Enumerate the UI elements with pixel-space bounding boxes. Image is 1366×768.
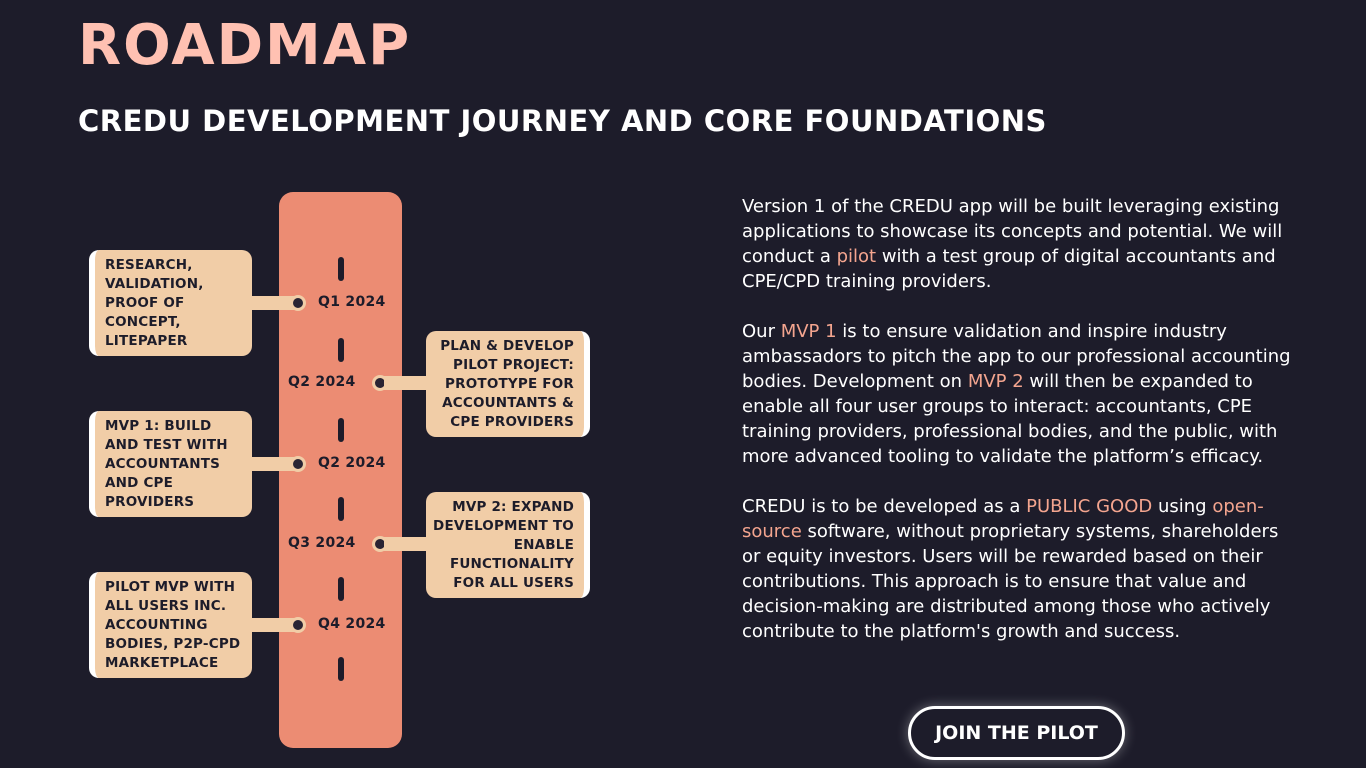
milestone-text: PILOT MVP WITH ALL USERS INC. ACCOUNTING…: [105, 579, 241, 671]
highlight-public-good: PUBLIC GOOD: [1026, 496, 1153, 517]
milestone-card: MVP 1: BUILD AND TEST WITH ACCOUNTANTS A…: [89, 411, 252, 517]
roadmap-description: Version 1 of the CREDU app will be built…: [742, 194, 1302, 669]
milestone-quarter: Q2 2024: [288, 374, 356, 390]
timeline-dash: [338, 257, 344, 281]
text-run: using: [1152, 496, 1213, 517]
milestone-connector: [250, 296, 294, 310]
milestone-connector: [384, 537, 430, 551]
join-pilot-label: JOIN THE PILOT: [935, 722, 1098, 744]
milestone-connector: [250, 618, 294, 632]
paragraph-public-good: CREDU is to be developed as a PUBLIC GOO…: [742, 494, 1302, 644]
highlight-mvp1: MVP 1: [780, 321, 837, 342]
timeline-dash: [338, 657, 344, 681]
text-run: Version 1 of the CREDU app will be built…: [742, 196, 1283, 267]
highlight-pilot: pilot: [836, 246, 877, 267]
milestone-text: MVP 1: BUILD AND TEST WITH ACCOUNTANTS A…: [105, 418, 228, 510]
milestone-card: PLAN & DEVELOP PILOT PROJECT: PROTOTYPE …: [426, 331, 590, 437]
text-run: software, without proprietary systems, s…: [742, 521, 1279, 642]
milestone-text: RESEARCH, VALIDATION, PROOF OF CONCEPT, …: [105, 257, 204, 349]
text-run: will then be expanded to enable all four…: [742, 371, 1278, 467]
page-subtitle: CREDU DEVELOPMENT JOURNEY AND CORE FOUND…: [78, 104, 1047, 138]
text-run: Our: [742, 321, 781, 342]
timeline-dash: [338, 418, 344, 442]
milestone-dot: [290, 295, 306, 311]
timeline-dash: [338, 577, 344, 601]
page-title: ROADMAP: [78, 13, 412, 78]
milestone-dot: [290, 456, 306, 472]
highlight-mvp2: MVP 2: [967, 371, 1024, 392]
milestone-quarter: Q4 2024: [318, 616, 386, 632]
milestone-connector: [250, 457, 294, 471]
text-run: with a test group of digital accountants…: [742, 246, 1276, 292]
milestone-text: PLAN & DEVELOP PILOT PROJECT: PROTOTYPE …: [440, 338, 574, 430]
milestone-quarter: Q3 2024: [288, 535, 356, 551]
text-run: is to ensure validation and inspire indu…: [742, 321, 1291, 392]
paragraph-mvp: Our MVP 1 is to ensure validation and in…: [742, 319, 1302, 469]
milestone-card: RESEARCH, VALIDATION, PROOF OF CONCEPT, …: [89, 250, 252, 356]
paragraph-pilot: Version 1 of the CREDU app will be built…: [742, 194, 1302, 294]
text-run: CREDU is to be developed as a: [742, 496, 1027, 517]
timeline-dash: [338, 497, 344, 521]
milestone-dot: [290, 617, 306, 633]
milestone-card: MVP 2: EXPAND DEVELOPMENT TO ENABLE FUNC…: [426, 492, 590, 598]
milestone-quarter: Q1 2024: [318, 294, 386, 310]
timeline-dash: [338, 338, 344, 362]
milestone-card: PILOT MVP WITH ALL USERS INC. ACCOUNTING…: [89, 572, 252, 678]
milestone-quarter: Q2 2024: [318, 455, 386, 471]
highlight-open-source: open-source: [742, 496, 1264, 542]
join-pilot-button[interactable]: JOIN THE PILOT: [908, 706, 1125, 760]
milestone-text: MVP 2: EXPAND DEVELOPMENT TO ENABLE FUNC…: [433, 499, 574, 591]
milestone-connector: [384, 376, 430, 390]
